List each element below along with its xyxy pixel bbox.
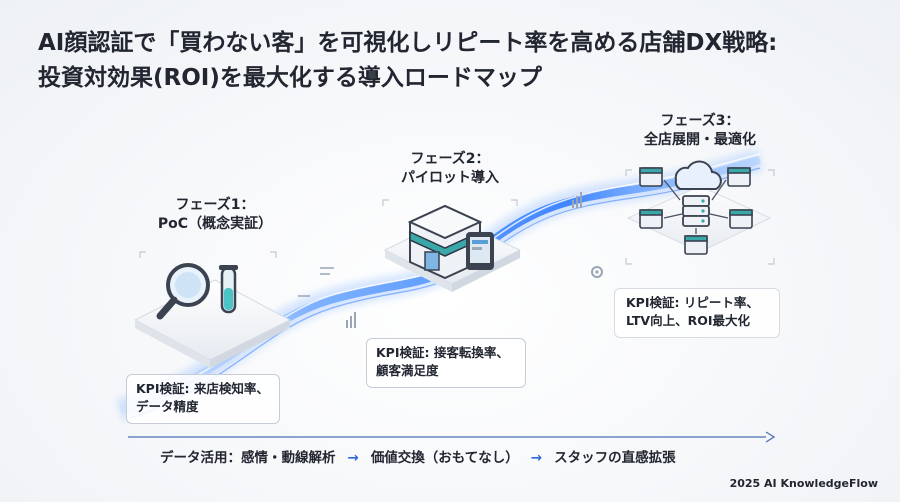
phase-1-kpi-box: [126, 374, 280, 424]
network-arrows: [663, 179, 729, 234]
phase-1-kpi-line-1: KPI検証: 来店検知率、: [136, 381, 269, 396]
phase-2-kpi-line-1: KPI検証: 接客転換率、: [376, 345, 509, 360]
phase-3-subtitle: 全店展開・最適化: [644, 132, 756, 148]
data-lines-icon: [298, 267, 334, 297]
gear-icon: [591, 266, 603, 278]
page-title: AI顔認証で「買わない客」を可視化しリピート率を高める店舗DX戦略: 投資対効果…: [38, 26, 868, 96]
title-line-2: 投資対効果(ROI)を最大化する導入ロードマップ: [38, 65, 542, 91]
phase-3-kpi-line-2: LTV向上、ROI最大化: [626, 313, 750, 328]
phase-1-label: フェーズ1： PoC（概念実証）: [130, 196, 300, 234]
phase-2-title: フェーズ2：: [410, 151, 490, 167]
timeline-arrow: [128, 431, 776, 443]
test-tube-icon: [219, 265, 238, 314]
server-icon: [682, 195, 710, 227]
phase-2-kpi-box: [366, 338, 526, 388]
phase-3-kpi-line-1: KPI検証: リピート率、: [626, 295, 759, 310]
phase-1-title: フェーズ1：: [175, 197, 255, 213]
tablet-icon: [466, 232, 494, 270]
phase-3-kpi-box: [614, 288, 780, 338]
title-line-1: AI顔認証で「買わない客」を可視化しリピート率を高める店舗DX戦略:: [38, 30, 778, 56]
phase-1-subtitle: PoC（概念実証）: [157, 216, 273, 232]
cloud-icon: [674, 160, 722, 190]
phase-1-kpi: KPI検証: 来店検知率、 データ精度: [136, 380, 269, 416]
phase-2-subtitle: パイロット導入: [401, 170, 499, 186]
phase-3-title: フェーズ3：: [660, 113, 740, 129]
chart-icon: [346, 192, 582, 328]
magnifier-icon: [156, 263, 210, 320]
phase-2-kpi-line-2: 顧客満足度: [376, 363, 439, 378]
phase-3-kpi: KPI検証: リピート率、 LTV向上、ROI最大化: [626, 294, 759, 330]
store-network-icons: [639, 167, 753, 255]
flow-step-value-exchange: 価値交換（おもてなし）: [370, 450, 519, 466]
flow-step-data-usage: データ活用：感情・動線解析: [160, 450, 336, 466]
phase-2-label: フェーズ2： パイロット導入: [370, 150, 530, 188]
phase-1-platform: [133, 279, 292, 368]
arrow-right-icon: →: [530, 450, 543, 466]
footer-credit: 2025 AI KnowledgeFlow: [729, 477, 878, 490]
phase-1-kpi-line-2: データ精度: [136, 399, 199, 414]
phase-3-label: フェーズ3： 全店展開・最適化: [615, 112, 785, 150]
phase-2-kpi: KPI検証: 接客転換率、 顧客満足度: [376, 344, 509, 380]
arrow-right-icon: →: [347, 450, 359, 466]
flow-step-staff-intuition: スタッフの直感拡張: [554, 450, 676, 466]
bottom-value-flow: データ活用：感情・動線解析 → 価値交換（おもてなし） → スタッフの直感拡張: [160, 446, 676, 466]
